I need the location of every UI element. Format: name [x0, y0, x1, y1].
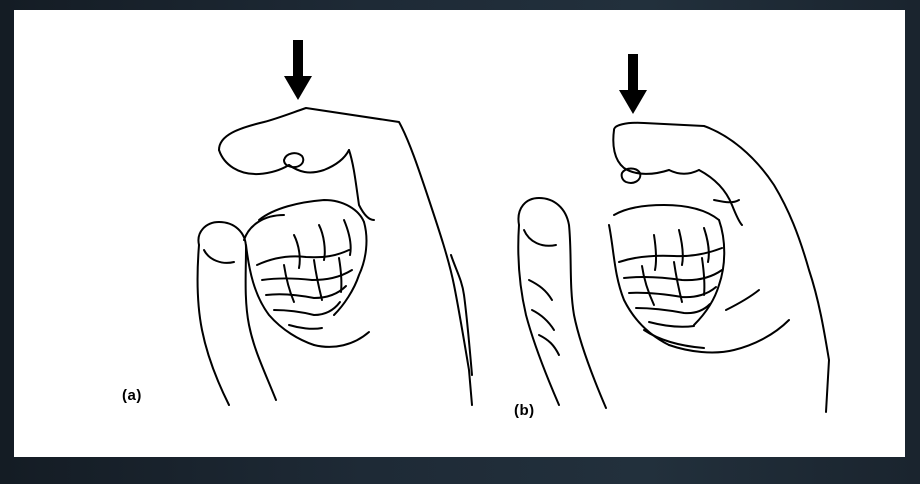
hand-a [197, 40, 472, 405]
down-arrow-icon [284, 40, 312, 100]
panel-b-label: (b) [514, 402, 535, 419]
hand-b [518, 54, 829, 412]
hand-figure-drawing [14, 10, 905, 457]
down-arrow-icon [619, 54, 647, 114]
figure-panel: (a) (b) [14, 10, 905, 457]
panel-a-label: (a) [122, 387, 142, 404]
